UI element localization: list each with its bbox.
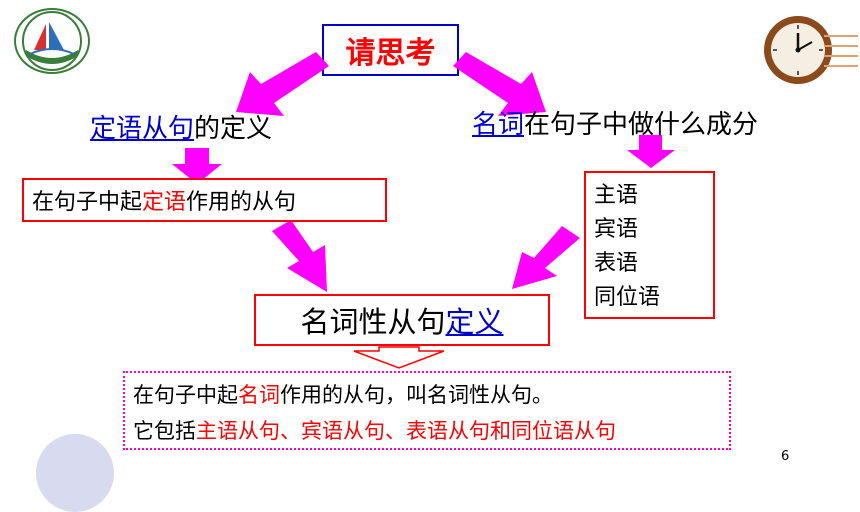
attributive-clause-definition: 在句子中起定语作用的从句 bbox=[22, 178, 387, 222]
page-number: 6 bbox=[781, 449, 790, 464]
arrow-title-to-left bbox=[236, 52, 329, 116]
school-logo-icon bbox=[14, 8, 90, 74]
decorative-circle bbox=[36, 434, 114, 512]
conclusion-line-1: 在句子中起名词作用的从句，叫名词性从句。 bbox=[133, 377, 729, 413]
conclusion-text-3: 它包括 bbox=[133, 419, 196, 443]
left-heading-suffix: 的定义 bbox=[194, 114, 273, 144]
list-item: 表语 bbox=[594, 251, 639, 276]
conclusion-highlight-1: 名词 bbox=[238, 383, 280, 407]
arrow-right-down bbox=[627, 135, 675, 168]
page-title: 请思考 bbox=[322, 24, 459, 76]
conclusion-box: 在句子中起名词作用的从句，叫名词性从句。 它包括主语从句、宾语从句、表语从句和同… bbox=[123, 371, 731, 450]
noun-roles-list: 主语 宾语 表语 同位语 bbox=[584, 171, 715, 319]
clock-icon bbox=[762, 14, 834, 86]
definition-highlight: 定语 bbox=[142, 190, 187, 215]
arrow-right-to-center bbox=[512, 226, 580, 289]
speed-lines-decoration bbox=[820, 30, 860, 70]
arrow-left-to-center bbox=[272, 220, 327, 292]
left-heading-link[interactable]: 定语从句 bbox=[90, 114, 195, 144]
flow-arrows bbox=[172, 52, 675, 369]
conclusion-text-2: 作用的从句，叫名词性从句。 bbox=[280, 383, 553, 407]
arrow-center-to-conclusion bbox=[353, 346, 445, 369]
list-item: 宾语 bbox=[594, 217, 639, 242]
right-heading: 名词在句子中做什么成分 bbox=[472, 104, 758, 141]
conclusion-highlight-2: 主语从句、宾语从句、表语从句和同位语从句 bbox=[196, 419, 616, 443]
left-heading: 定语从句的定义 bbox=[90, 108, 272, 145]
definition-text-2: 作用的从句 bbox=[186, 190, 297, 215]
list-item: 主语 bbox=[594, 183, 639, 208]
title-text: 请思考 bbox=[345, 36, 436, 71]
center-title-prefix: 名词性从句 bbox=[300, 305, 446, 339]
arrow-left-down bbox=[172, 148, 222, 184]
conclusion-line-2: 它包括主语从句、宾语从句、表语从句和同位语从句 bbox=[133, 413, 729, 449]
definition-text-1: 在句子中起 bbox=[32, 190, 143, 215]
noun-clause-definition-title: 名词性从句定义 bbox=[254, 294, 550, 346]
arrow-title-to-right bbox=[453, 52, 546, 116]
right-heading-link[interactable]: 名词 bbox=[472, 110, 525, 140]
center-title-link[interactable]: 定义 bbox=[445, 305, 504, 339]
right-heading-suffix: 在句子中做什么成分 bbox=[524, 110, 759, 140]
conclusion-text-1: 在句子中起 bbox=[133, 383, 238, 407]
list-item: 同位语 bbox=[594, 285, 661, 310]
